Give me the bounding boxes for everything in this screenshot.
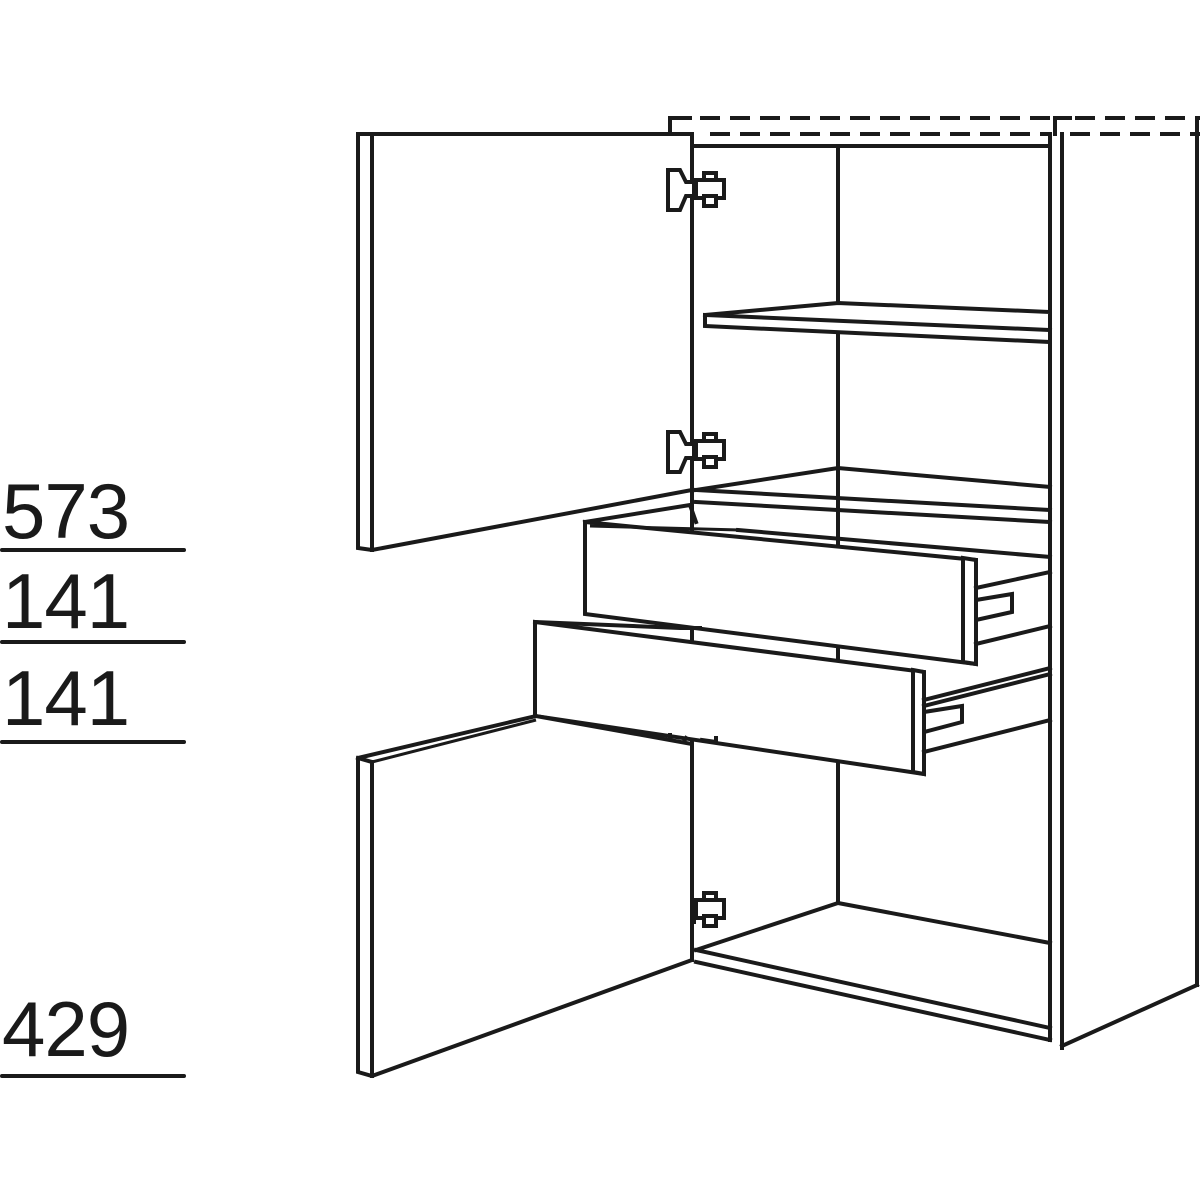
dimension-lower-door: 429 [2, 985, 130, 1073]
lower-door [355, 713, 694, 1079]
dimension-drawer-1: 141 [2, 557, 130, 645]
top-cover-outline [638, 116, 1200, 136]
dimension-line-upper-door [0, 548, 186, 552]
dimension-drawer-2: 141 [2, 654, 130, 742]
drawer-lower [532, 619, 1053, 777]
hinge-icon [666, 168, 726, 212]
dimension-line-lower-door [0, 1074, 186, 1078]
dimension-line-drawer-2 [0, 740, 186, 744]
dimension-upper-door: 573 [2, 467, 130, 555]
interior-shelf-upper [702, 300, 1053, 345]
hinge-icon [666, 430, 726, 474]
drawer-upper [582, 502, 1053, 667]
upper-door [356, 132, 694, 553]
dimension-line-drawer-1 [0, 640, 186, 644]
interior-shelf-middle [693, 465, 1053, 525]
